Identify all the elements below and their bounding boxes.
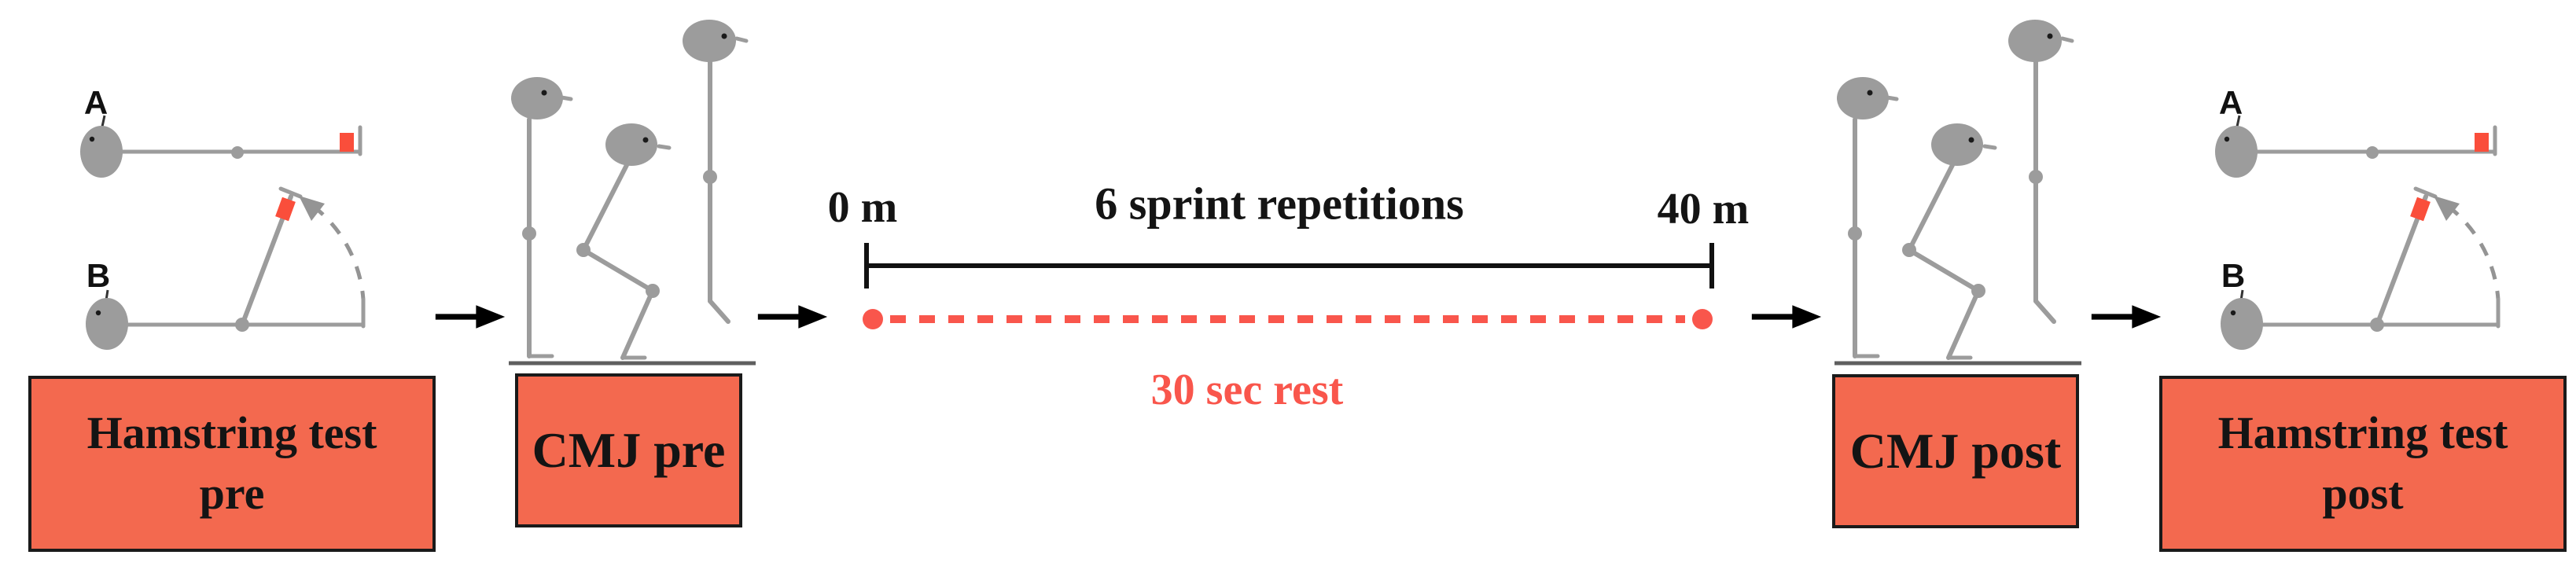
- hamstring-post-box-line2: post: [2322, 468, 2404, 519]
- track-start-dot: [863, 309, 883, 329]
- section-hamstring-pre: A B Hamstring test pre: [0, 0, 440, 566]
- hamstring-pre-box: Hamstring test pre: [28, 376, 436, 552]
- sprint-end-distance-label: 40 m: [1657, 185, 1750, 233]
- cmj-pre-box: CMJ pre: [515, 373, 742, 527]
- hamstring-pre-box-line2: pre: [199, 468, 265, 519]
- hamstring-post-box-line1: Hamstring test: [2217, 407, 2508, 459]
- sprint-title: 6 sprint repetitions: [1095, 178, 1464, 230]
- hamstring-test-figures-icon: [2198, 71, 2512, 354]
- figure-a-label: A: [83, 84, 109, 121]
- figure-a-label: A: [2218, 84, 2243, 121]
- rest-interval-label: 30 sec rest: [1150, 366, 1344, 414]
- arrow-right-icon: [1750, 303, 1823, 331]
- hamstring-post-box: Hamstring test post: [2159, 376, 2567, 552]
- hamstring-test-figures-icon: [63, 71, 377, 354]
- cmj-post-box: CMJ post: [1832, 374, 2079, 528]
- sprint-start-distance-label: 0 m: [827, 183, 898, 232]
- section-sprint: 0 m 6 sprint repetitions 40 m 30 sec res…: [818, 0, 1761, 566]
- cmj-jump-sequence-icon: [1833, 16, 2085, 369]
- hamstring-pre-box-line1: Hamstring test: [86, 407, 377, 459]
- figure-b-label: B: [86, 257, 111, 294]
- cmj-jump-sequence-icon: [507, 16, 759, 369]
- track-end-dot: [1692, 309, 1713, 329]
- section-cmj-post: CMJ post: [1824, 0, 2092, 566]
- section-cmj-pre: CMJ pre: [503, 0, 763, 566]
- section-hamstring-post: A B Hamstring test post: [2135, 0, 2576, 566]
- sprint-track-graphic: [863, 243, 1714, 329]
- arrow-right-icon: [434, 303, 506, 331]
- cmj-pre-box-label: CMJ pre: [532, 422, 726, 478]
- figure-b-label: B: [2221, 257, 2246, 294]
- cmj-post-box-label: CMJ post: [1849, 423, 2062, 479]
